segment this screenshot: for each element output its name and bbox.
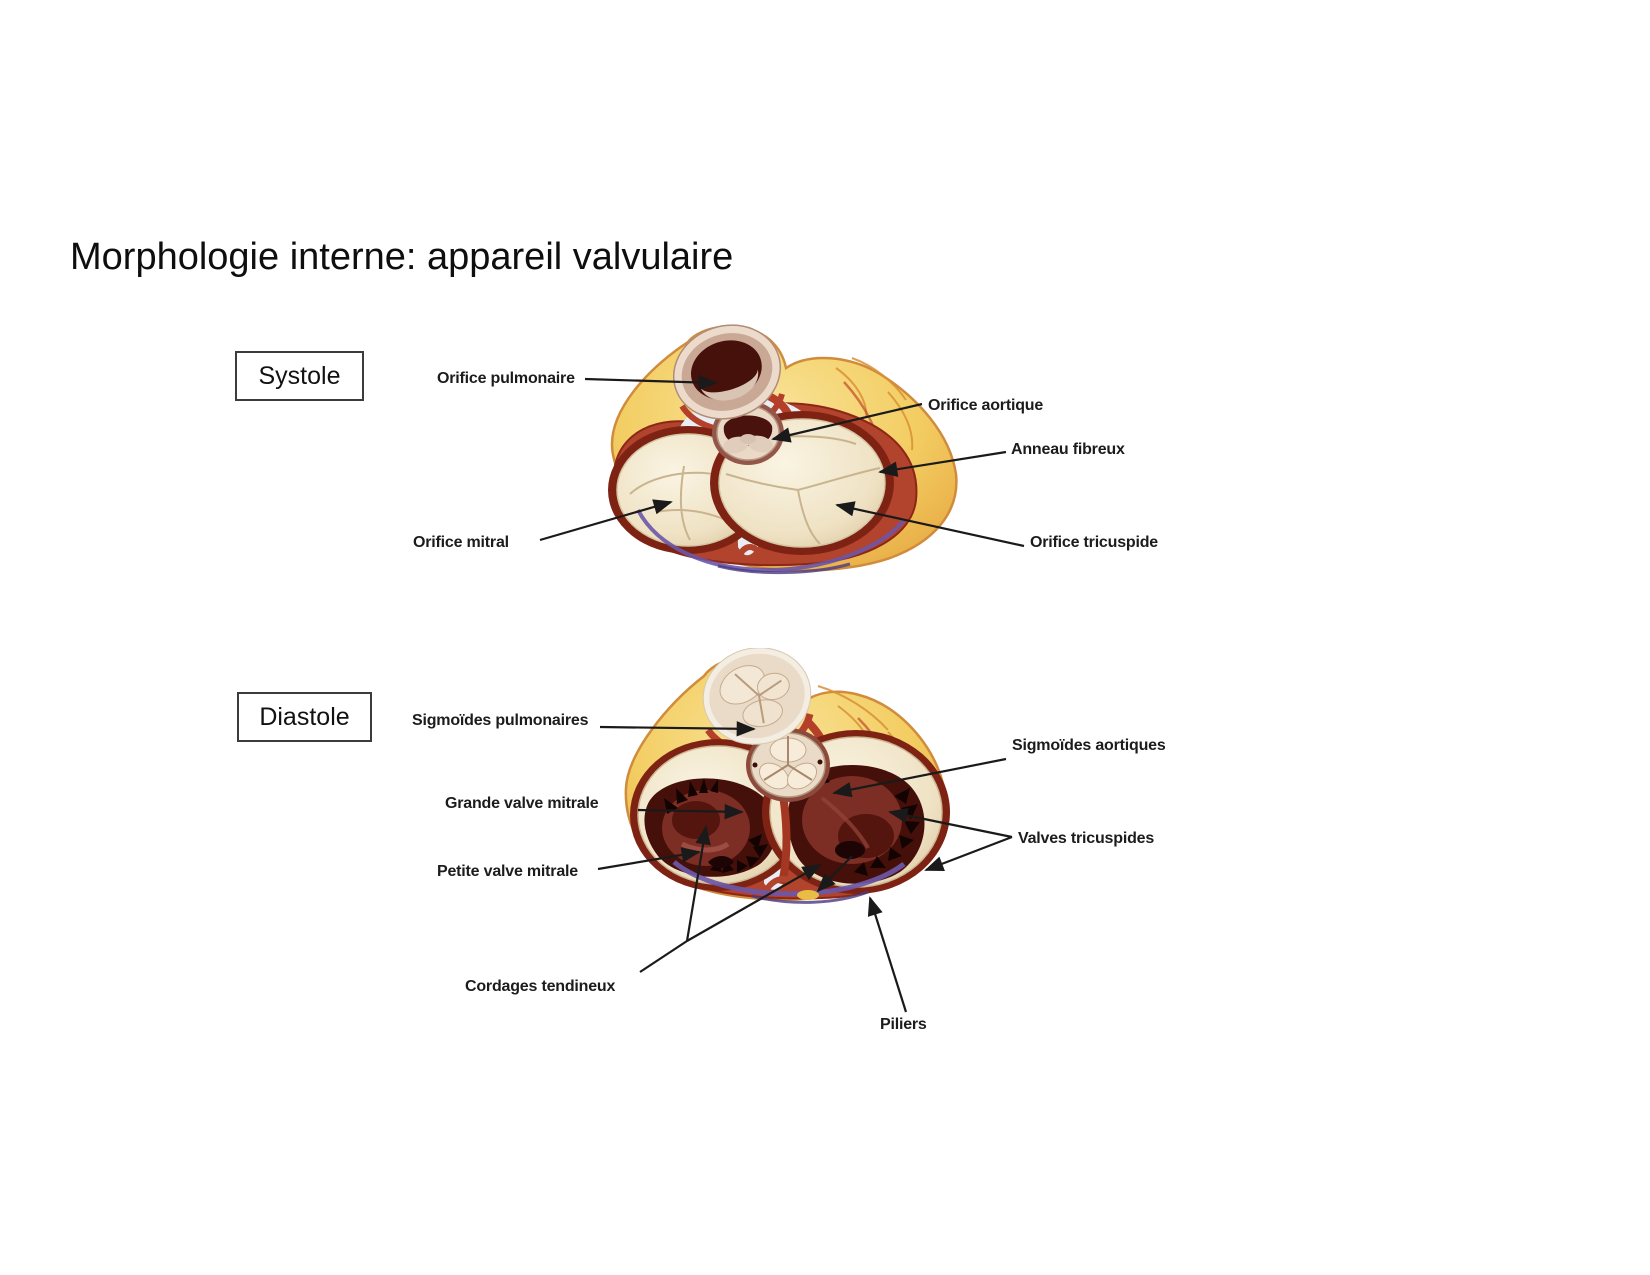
label-orifice-pulmonaire: Orifice pulmonaire [437, 370, 575, 387]
arrow-petite-valve-mitrale [597, 847, 701, 871]
arrow-orifice-pulmonaire [584, 374, 718, 391]
label-grande-valve-mitrale: Grande valve mitrale [445, 795, 599, 812]
arrow-valves-tricuspides-1 [888, 807, 1013, 839]
label-cordages-tendineux: Cordages tendineux [465, 978, 616, 995]
slide-title: Morphologie interne: appareil valvulaire [70, 236, 734, 278]
label-piliers: Piliers [880, 1016, 927, 1033]
arrow-sigmoides-aortiques [832, 757, 1007, 798]
arrow-grande-valve-mitrale [637, 803, 744, 820]
chordae-spikes-right [808, 770, 920, 876]
tricuspid-valve-open [762, 730, 950, 894]
label-anneau-fibreux: Anneau fibreux [1011, 441, 1125, 458]
diastole-tag-box: Diastole [237, 692, 372, 742]
arrow-septal [816, 855, 853, 893]
label-orifice-tricuspide: Orifice tricuspide [1030, 534, 1158, 551]
arrow-cordages-right [686, 864, 822, 942]
label-orifice-mitral: Orifice mitral [413, 534, 509, 551]
pulmonary-valve-closed [702, 648, 812, 745]
coronary-sinus [636, 509, 906, 573]
papillary-right [835, 841, 865, 859]
aortic-valve-closed [746, 728, 830, 802]
label-sigmoides-pulmonaires: Sigmoïdes pulmonaires [412, 712, 589, 729]
label-valves-tricuspides: Valves tricuspides [1018, 830, 1155, 847]
arrow-cordages-stem [639, 940, 688, 973]
pulmonary-orifice-open [672, 324, 782, 420]
arrow-anneau-fibreux [878, 450, 1007, 477]
papillary-left [708, 856, 734, 868]
arrow-piliers [867, 896, 908, 1013]
systole-tag-label: Systole [258, 361, 341, 390]
arrow-valves-tricuspides-2 [924, 835, 1013, 872]
label-orifice-aortique: Orifice aortique [928, 397, 1044, 414]
septum-notch [733, 544, 767, 564]
systole-tag-box: Systole [235, 351, 364, 401]
diastole-tag-label: Diastole [259, 702, 350, 731]
diastole-heart-illustration [624, 648, 950, 904]
label-petite-valve-mitrale: Petite valve mitrale [437, 863, 578, 880]
arrow-orifice-aortique [771, 402, 923, 443]
septum-notch [761, 876, 805, 896]
aortic-orifice-open [712, 401, 784, 465]
label-sigmoides-aortiques: Sigmoïdes aortiques [1012, 737, 1166, 754]
arrow-cordages-left [685, 825, 711, 942]
systole-heart-illustration [608, 324, 958, 575]
coronary-sinus [672, 860, 906, 897]
arrow-orifice-tricuspide [835, 501, 1025, 548]
arrow-orifice-mitral [539, 499, 673, 542]
arrow-sigmoides-pulmonaires [599, 721, 756, 737]
